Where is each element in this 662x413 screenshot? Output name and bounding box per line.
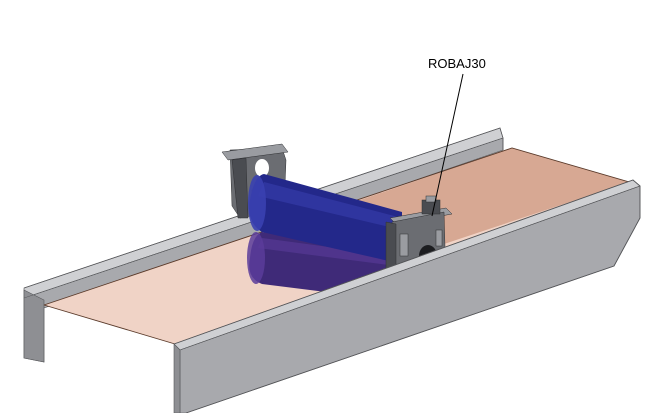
front-rail-end xyxy=(173,343,181,413)
front-side-rail xyxy=(173,179,641,413)
front-rail-outline xyxy=(173,179,641,413)
upper-roller-end xyxy=(248,175,266,231)
front-bracket-adjuster-cap xyxy=(425,195,437,203)
front-rail-outline-inner xyxy=(179,185,641,351)
lower-roller-highlight xyxy=(258,238,396,266)
rear-bracket-top xyxy=(221,143,289,161)
upper-roller-highlight xyxy=(258,182,402,230)
upper-roller xyxy=(248,174,402,264)
belt-sheet-edge xyxy=(43,147,637,306)
rear-bracket-side xyxy=(231,157,249,219)
belt-sheet-front-edge xyxy=(43,304,176,345)
callout-leader-line xyxy=(431,73,464,217)
callout-label: ROBAJ30 xyxy=(428,56,486,71)
front-bracket-detail-right xyxy=(435,229,443,247)
callout: ROBAJ30 xyxy=(428,56,486,217)
front-bracket-detail-left xyxy=(399,233,409,257)
lower-roller-end xyxy=(247,232,265,284)
rear-bracket-hole xyxy=(255,159,269,177)
back-rail-end xyxy=(23,289,45,363)
